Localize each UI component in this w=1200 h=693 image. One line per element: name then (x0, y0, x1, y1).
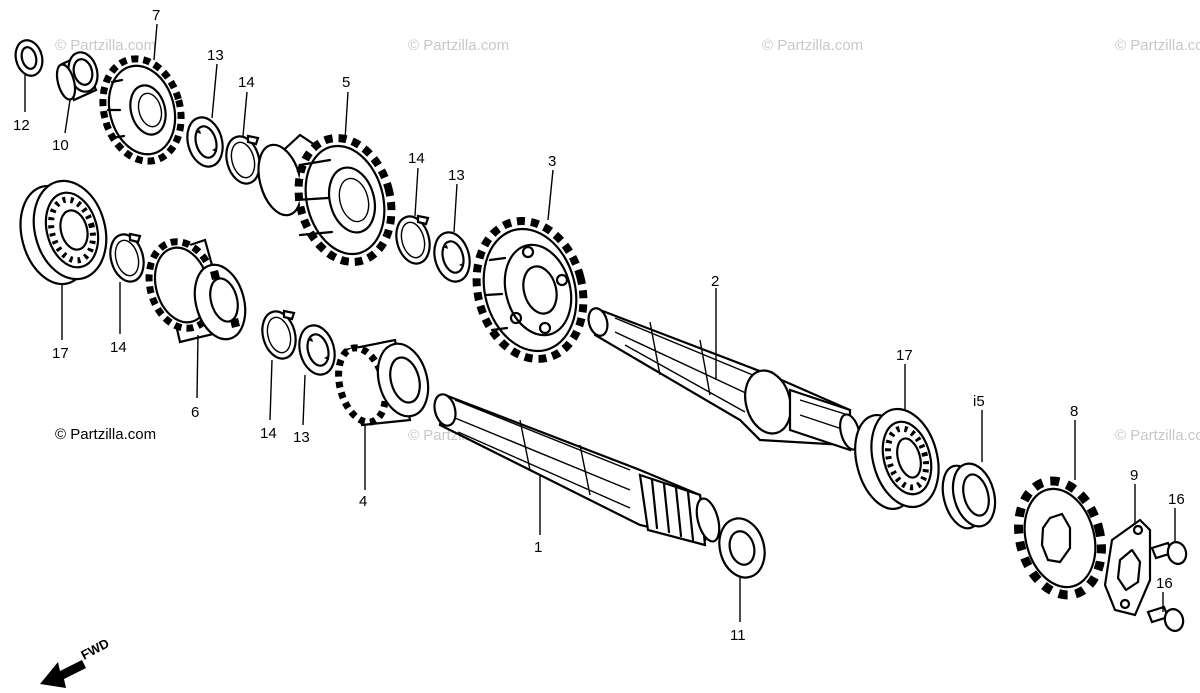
washer-12 (14, 39, 44, 77)
callout-1: 1 (534, 539, 542, 556)
watermark: © Partzilla.com (762, 37, 863, 54)
callout-11: 11 (730, 627, 746, 644)
callout-17: 17 (52, 345, 69, 362)
lock-washer-13-center (433, 231, 471, 283)
bolt-16-upper (1150, 541, 1188, 565)
callout-2: 2 (711, 273, 719, 290)
bearing-17-left (19, 179, 108, 286)
callout-9: 9 (1130, 467, 1138, 484)
watermark-group: © Partzilla.com © Partzilla.com © Partzi… (55, 37, 1200, 444)
snap-ring-14-center (395, 214, 431, 265)
callout-15: i5 (973, 393, 985, 410)
watermark: © Partzilla.com (408, 37, 509, 54)
arrow-icon (40, 660, 86, 688)
callout-12: 12 (13, 117, 30, 134)
snap-ring-14-middle (261, 309, 297, 360)
gear-5 (257, 133, 396, 266)
callout-14: 14 (408, 150, 425, 167)
callout-13: 13 (293, 429, 310, 446)
callout-13: 13 (207, 47, 224, 64)
callout-7: 7 (152, 7, 160, 24)
callout-14: 14 (260, 425, 277, 442)
oil-seal-15 (941, 462, 997, 530)
callout-3: 3 (548, 153, 556, 170)
direction-label: FWD (78, 636, 111, 663)
fixing-plate-9 (1103, 518, 1152, 617)
snap-ring-14-top (225, 134, 261, 185)
bearing-17-right (854, 407, 940, 511)
callout-16: 16 (1156, 575, 1173, 592)
watermark: © Partzilla.com (1115, 427, 1200, 444)
callout-8: 8 (1070, 403, 1078, 420)
leader-lines (24, 23, 1176, 622)
countershaft-2 (587, 307, 861, 452)
bushing-10 (55, 51, 99, 102)
callout-4: 4 (359, 493, 367, 510)
callout-10: 10 (52, 137, 69, 154)
mainshaft-1 (433, 393, 721, 547)
fwd-arrow: FWD (40, 636, 112, 688)
callout-16: 16 (1168, 491, 1185, 508)
bolt-16-lower (1146, 605, 1185, 632)
gear-6 (145, 238, 247, 344)
watermark: © Partzilla.com (55, 37, 156, 54)
lock-washer-13-top (186, 116, 224, 168)
callout-5: 5 (342, 74, 350, 91)
snap-ring-14-left (109, 232, 145, 283)
gear-7 (99, 55, 185, 165)
sprocket-8 (1014, 476, 1106, 600)
copyright-text: © Partzilla.com (55, 426, 156, 443)
callout-labels: 1 2 3 4 5 6 7 8 9 10 11 12 13 13 13 14 1… (13, 7, 1185, 644)
callout-13: 13 (448, 167, 465, 184)
lock-washer-13-middle (298, 324, 336, 376)
callout-17: 17 (896, 347, 913, 364)
washer-11 (718, 517, 766, 579)
callout-14: 14 (110, 339, 127, 356)
gear-4 (335, 338, 430, 427)
callout-6: 6 (191, 404, 199, 421)
callout-14: 14 (238, 74, 255, 91)
gear-3 (472, 217, 588, 363)
watermark: © Partzilla.com (1115, 37, 1200, 54)
